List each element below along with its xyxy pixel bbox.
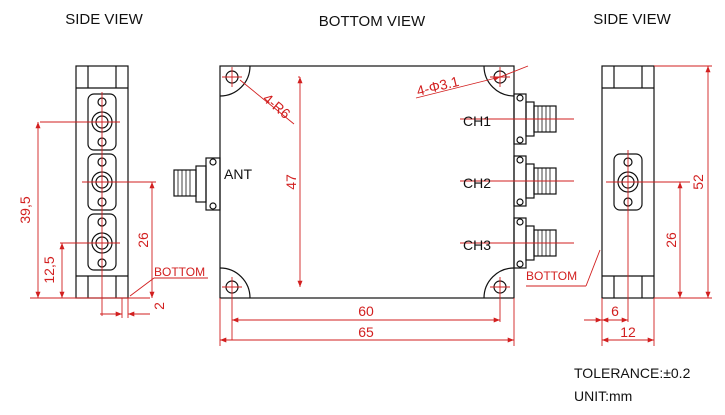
dim-left-lower: 12,5 — [41, 256, 57, 283]
note-tolerance: TOLERANCE:±0.2 — [574, 365, 691, 381]
left-side-view: 39,5 12,5 26 2 BOTTOM — [17, 65, 208, 318]
dim-left-base: 2 — [151, 302, 167, 310]
label-ant: ANT — [224, 166, 252, 182]
label-ch1: CH1 — [463, 113, 491, 129]
label-bottom-left: BOTTOM — [154, 265, 205, 279]
label-ch3: CH3 — [463, 237, 491, 253]
note-unit: UNIT:mm — [574, 388, 632, 404]
dim-corner-radius: 4-R6 — [260, 90, 294, 122]
header-side-view-left: SIDE VIEW — [65, 11, 143, 28]
dim-inner-width: 60 — [358, 303, 374, 319]
dim-left-height: 39,5 — [17, 196, 33, 223]
ant-connector — [173, 157, 221, 211]
label-bottom-right: BOTTOM — [526, 269, 577, 283]
dim-body-height: 47 — [283, 174, 299, 190]
header-side-view-right: SIDE VIEW — [593, 11, 671, 28]
dim-right-height: 52 — [690, 174, 706, 190]
dim-hole: 4-Φ3.1 — [415, 73, 461, 99]
dim-right-width: 12 — [620, 324, 636, 340]
header-bottom-view: BOTTOM VIEW — [319, 13, 426, 30]
dim-outer-width: 65 — [358, 324, 374, 340]
dim-right-mid: 26 — [663, 232, 679, 248]
bottom-view: ANT — [173, 65, 574, 346]
right-side-view: 52 26 6 12 BOTTOM — [526, 65, 712, 346]
dim-left-mid: 26 — [135, 232, 151, 248]
label-ch2: CH2 — [463, 175, 491, 191]
dim-right-small: 6 — [611, 303, 619, 319]
